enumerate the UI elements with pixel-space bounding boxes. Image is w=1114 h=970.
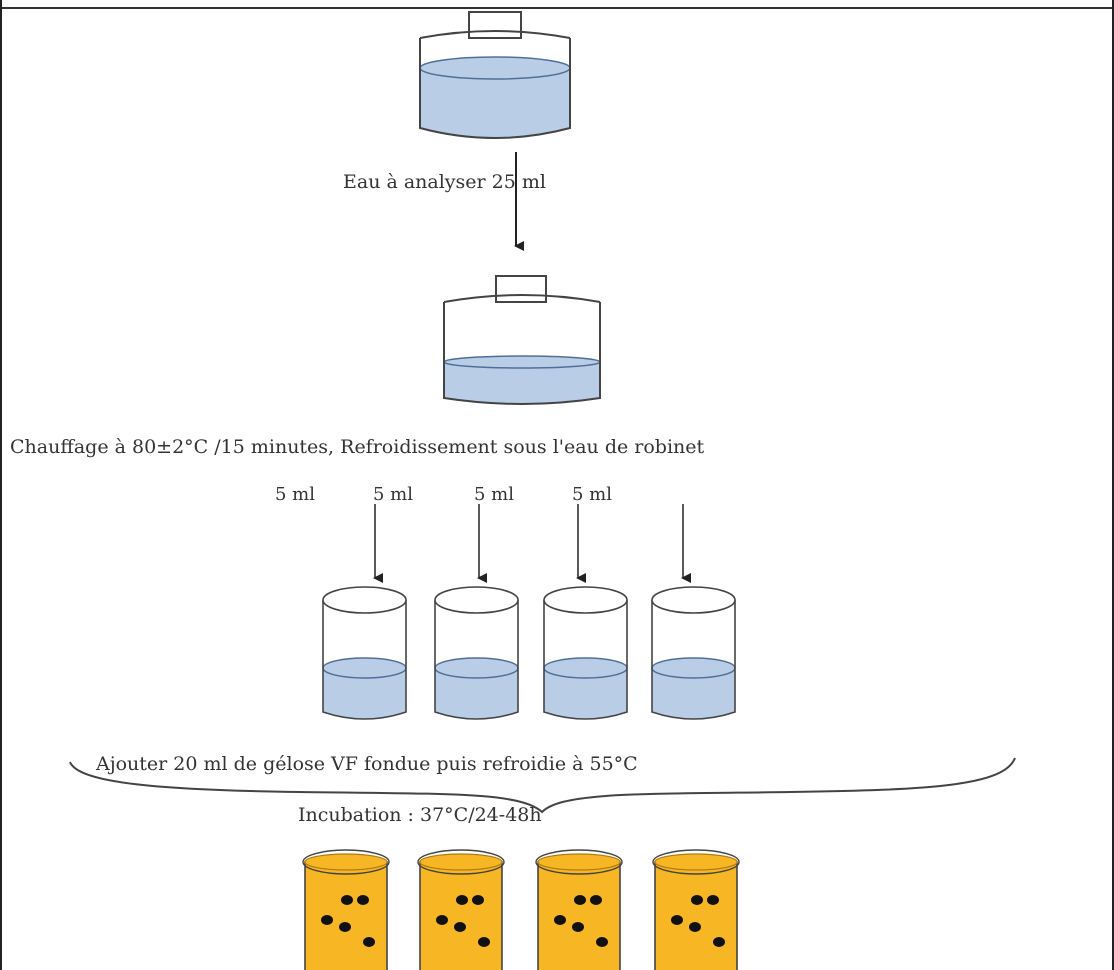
test-tube-icon xyxy=(322,586,407,720)
colony-dot xyxy=(596,937,608,947)
agar-tube-icon xyxy=(417,849,505,970)
aliquot-volume-label: 5 ml xyxy=(373,484,413,505)
test-tube-icon xyxy=(651,586,736,720)
heating-step-label: Chauffage à 80±2°C /15 minutes, Refroidi… xyxy=(10,436,705,458)
colony-dot xyxy=(363,937,375,947)
colony-dot xyxy=(572,922,584,932)
colony-dot xyxy=(436,915,448,925)
colony-dot xyxy=(590,895,602,905)
agar-tube-icon xyxy=(535,849,623,970)
colony-dot xyxy=(339,922,351,932)
colony-dot xyxy=(707,895,719,905)
brace-icon xyxy=(69,757,1016,814)
water-tubes xyxy=(322,586,736,720)
colony-dot xyxy=(478,937,490,947)
colony-dot xyxy=(574,895,586,905)
incubation-label: Incubation : 37°C/24-48h xyxy=(298,804,542,826)
colony-dot xyxy=(689,922,701,932)
agar-tube-icon xyxy=(652,849,740,970)
agar-tubes xyxy=(302,849,740,970)
colony-dot xyxy=(691,895,703,905)
colony-dot xyxy=(341,895,353,905)
colony-dot xyxy=(554,915,566,925)
tube-arrows xyxy=(373,504,691,583)
colony-dot xyxy=(357,895,369,905)
aliquot-volume-label: 5 ml xyxy=(275,484,315,505)
colony-dot xyxy=(671,915,683,925)
colony-dot xyxy=(454,922,466,932)
heated-bottle-icon xyxy=(443,275,601,405)
aliquot-volume-label: 5 ml xyxy=(572,484,612,505)
test-tube-icon xyxy=(434,586,519,720)
colony-dot xyxy=(472,895,484,905)
sample-bottle-icon xyxy=(419,11,571,139)
colony-dot xyxy=(321,915,333,925)
colony-dot xyxy=(713,937,725,947)
sample-volume-label: Eau à analyser 25 ml xyxy=(343,171,546,193)
colony-dot xyxy=(456,895,468,905)
aliquot-volume-label: 5 ml xyxy=(474,484,514,505)
test-tube-icon xyxy=(543,586,628,720)
agar-addition-label: Ajouter 20 ml de gélose VF fondue puis r… xyxy=(96,753,638,775)
agar-tube-icon xyxy=(302,849,390,970)
